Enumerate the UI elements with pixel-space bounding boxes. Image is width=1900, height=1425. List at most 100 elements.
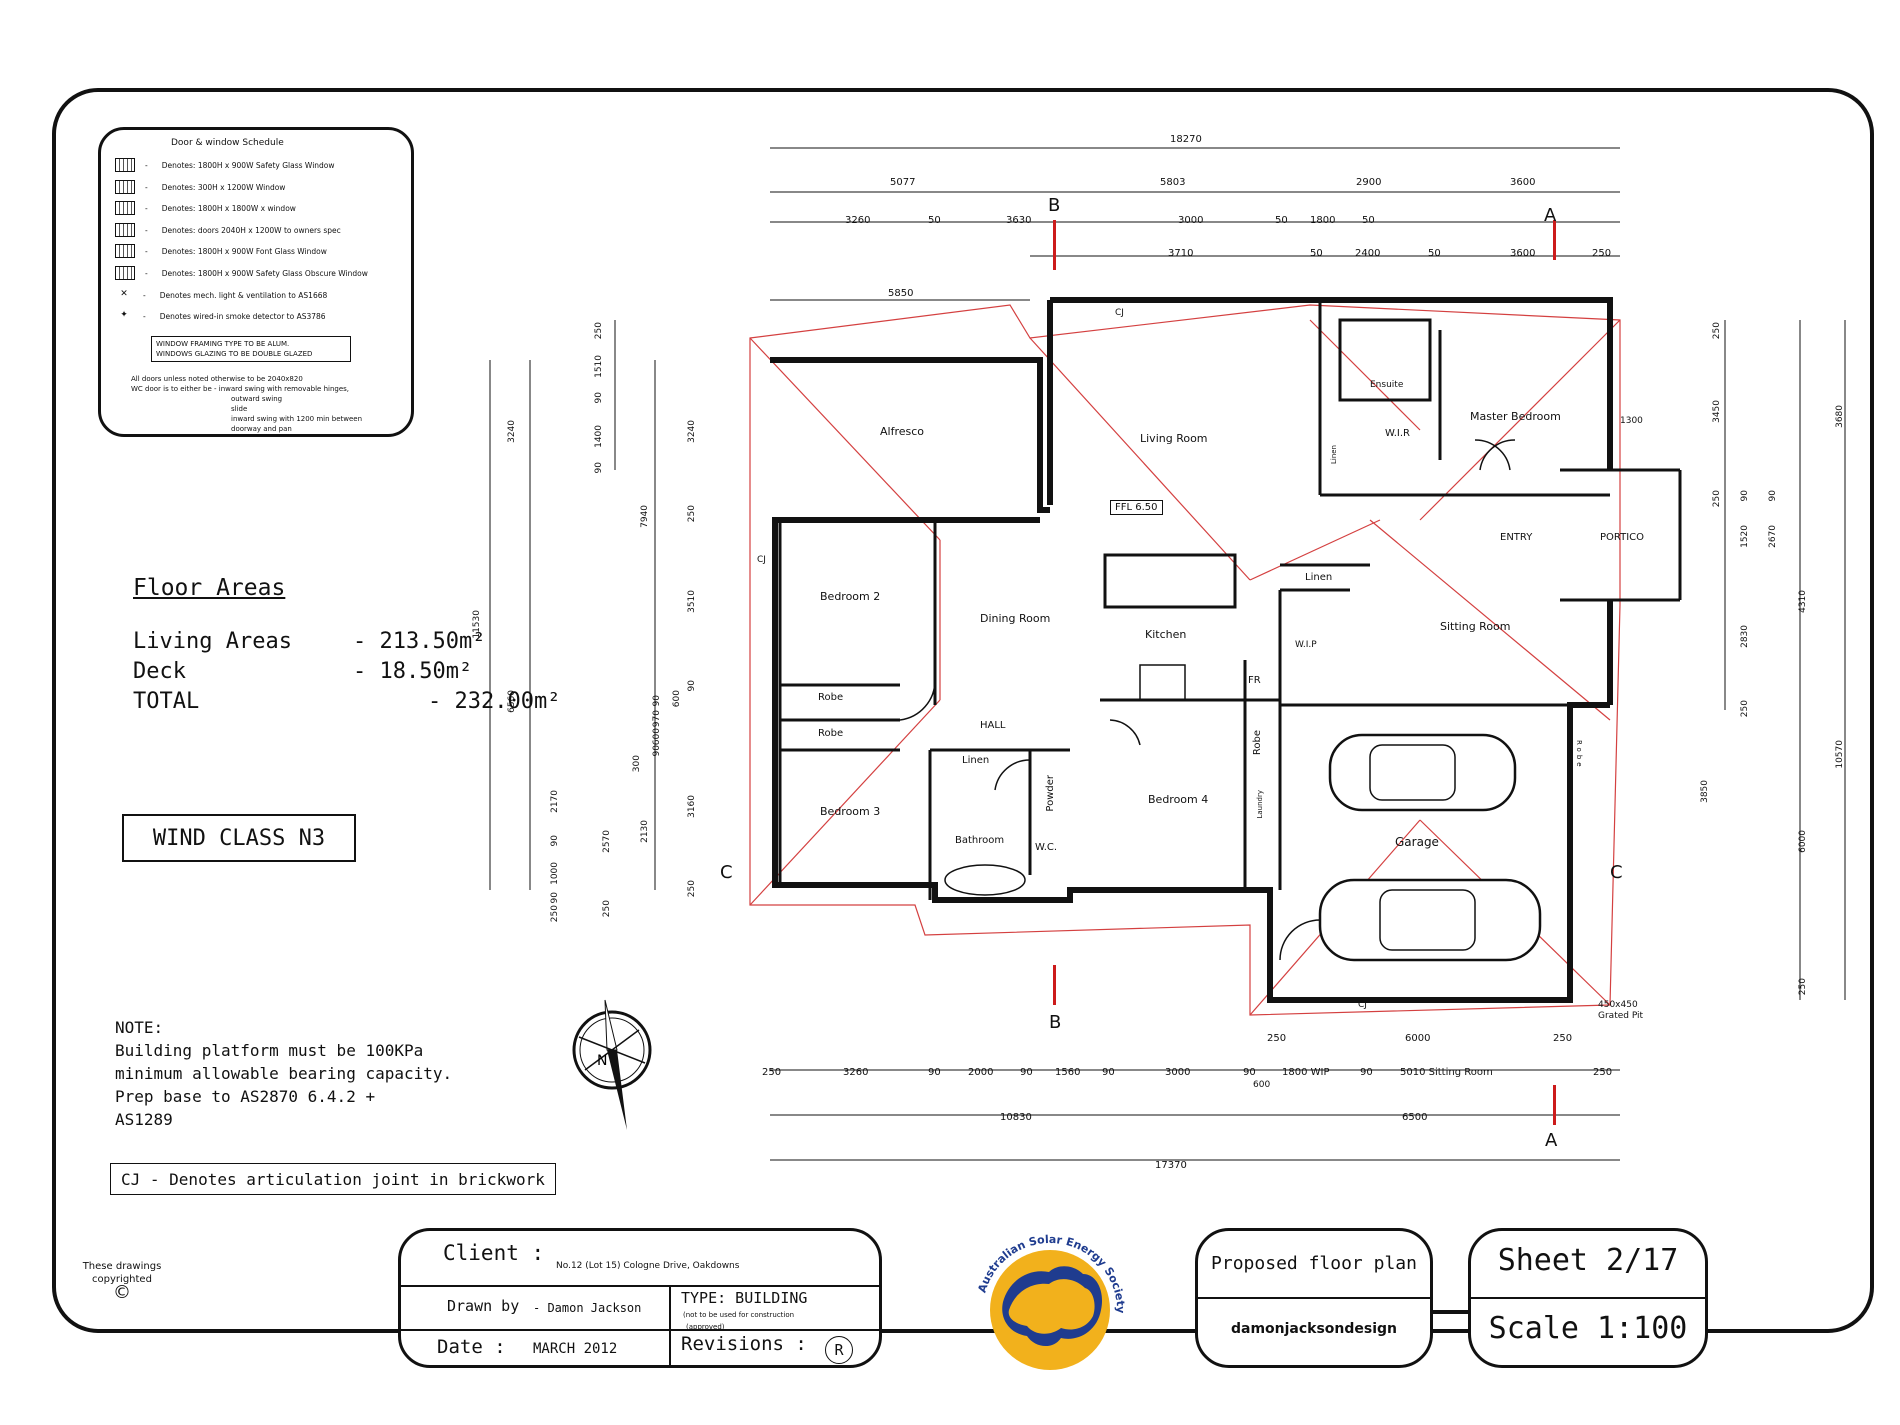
area-row: Deck- 18.50m² bbox=[133, 659, 473, 684]
dimension-label: 250 bbox=[1592, 248, 1612, 259]
room-label: Ensuite bbox=[1370, 380, 1404, 390]
revisions-mark: R bbox=[825, 1336, 853, 1364]
dimension-label: 250 bbox=[1712, 490, 1722, 508]
dimension-label: 10570 bbox=[1835, 740, 1845, 769]
dimension-label: 1800 WIP bbox=[1282, 1067, 1330, 1078]
room-label: Sitting Room bbox=[1440, 620, 1511, 633]
dimension-label: 3260 bbox=[843, 1067, 869, 1078]
dimension-label: 1400 bbox=[594, 425, 604, 448]
plan-block: Proposed floor plan damonjacksondesign bbox=[1195, 1228, 1433, 1368]
drawing-border bbox=[52, 88, 1874, 1333]
dimension-label: 90 bbox=[652, 695, 662, 707]
window-symbol-icon bbox=[115, 180, 135, 194]
drawn-value: - Damon Jackson bbox=[533, 1301, 642, 1315]
cj-mark: CJ bbox=[757, 555, 766, 565]
cj-note: CJ - Denotes articulation joint in brick… bbox=[110, 1163, 556, 1195]
dimension-label: 18270 bbox=[1170, 134, 1202, 145]
ffl-label: FFL 6.50 bbox=[1110, 500, 1163, 515]
solar-society-logo: Australian Solar Energy Society bbox=[975, 1233, 1127, 1370]
title-block: Client : No.12 (Lot 15) Cologne Drive, O… bbox=[398, 1228, 882, 1368]
dimension-label: 3710 bbox=[1168, 248, 1194, 259]
dimension-label: 3510 bbox=[687, 590, 697, 613]
date-label: Date : bbox=[437, 1336, 506, 1358]
dimension-label: 90 bbox=[594, 392, 604, 404]
floor-areas: Floor Areas Living Areas- 213.50m² Deck-… bbox=[133, 575, 560, 719]
dimension-label: 1560 bbox=[1055, 1067, 1081, 1078]
client-label: Client : bbox=[443, 1241, 545, 1265]
sheet-block: Sheet 2/17 Scale 1:100 bbox=[1468, 1228, 1708, 1368]
dimension-label: 250 bbox=[1798, 978, 1808, 996]
floor-areas-heading: Floor Areas bbox=[133, 575, 286, 601]
dimension-label: 250 bbox=[687, 880, 697, 898]
dimension-label: 90 bbox=[1360, 1067, 1373, 1078]
schedule-row: -Denotes: 1800H x 900W Safety Glass Obsc… bbox=[115, 265, 368, 281]
car-1 bbox=[1328, 733, 1517, 812]
cj-mark: CJ bbox=[1358, 1000, 1367, 1010]
divider bbox=[401, 1329, 879, 1331]
section-label-c: C bbox=[1610, 862, 1623, 883]
door-window-schedule: Door & window Schedule -Denotes: 1800H x… bbox=[98, 127, 414, 437]
designer-name: damonjacksondesign bbox=[1230, 1321, 1398, 1337]
area-row: TOTAL- 232.00m² bbox=[133, 689, 561, 714]
dimension-label: 6000 bbox=[1798, 830, 1808, 853]
connector bbox=[1433, 1310, 1471, 1314]
dimension-label: 250 bbox=[594, 322, 604, 340]
schedule-row: -Denotes: 1800H x 900W Safety Glass Wind… bbox=[115, 157, 335, 173]
schedule-row: -Denotes: 1800H x 900W Font Glass Window bbox=[115, 243, 327, 259]
dimension-label: 50 bbox=[1362, 215, 1375, 226]
dimension-label: 1510 bbox=[594, 355, 604, 378]
room-label: Master Bedroom bbox=[1470, 410, 1561, 423]
dimension-label: 2670 bbox=[1768, 525, 1778, 548]
room-label: Bedroom 2 bbox=[820, 590, 881, 603]
dimension-label: 250 bbox=[762, 1067, 782, 1078]
schedule-notes: All doors unless noted otherwise to be 2… bbox=[131, 375, 363, 433]
room-label: Powder bbox=[1045, 775, 1056, 812]
dimension-label: 600 bbox=[672, 690, 682, 708]
cj-mark: CJ bbox=[1115, 308, 1124, 318]
room-label: Linen bbox=[1330, 445, 1338, 465]
fan-symbol-icon: ✕ bbox=[120, 289, 128, 299]
plan-title: Proposed floor plan bbox=[1211, 1253, 1417, 1274]
dimension-label: 3630 bbox=[1006, 215, 1032, 226]
room-label: Laundry bbox=[1256, 790, 1264, 819]
dimension-label: 90 bbox=[1740, 490, 1750, 502]
dimension-label: 11530 bbox=[472, 610, 482, 639]
dimension-label: 250 bbox=[687, 505, 697, 523]
wind-class-box: WIND CLASS N3 bbox=[122, 814, 356, 862]
dimension-label: 3000 bbox=[1178, 215, 1204, 226]
schedule-row: ✕-Denotes mech. light & ventilation to A… bbox=[115, 287, 327, 303]
dimension-label: 50 bbox=[928, 215, 941, 226]
room-label: Robe bbox=[818, 728, 844, 739]
revisions-sub: (approved) bbox=[686, 1323, 725, 1331]
logo-sun-inner bbox=[1008, 1279, 1095, 1334]
dimension-label: 5077 bbox=[890, 177, 916, 188]
drawn-label: Drawn by bbox=[447, 1297, 520, 1315]
dimension-label: 3240 bbox=[507, 420, 517, 443]
room-label: ENTRY bbox=[1500, 532, 1533, 543]
room-label: Bedroom 4 bbox=[1148, 793, 1209, 806]
divider bbox=[1471, 1297, 1705, 1299]
dimension-label: 3850 bbox=[1700, 780, 1710, 803]
room-label: Living Room bbox=[1140, 432, 1208, 445]
divider bbox=[401, 1285, 879, 1287]
dimension-label: 90 bbox=[594, 462, 604, 474]
room-label: Garage bbox=[1395, 835, 1439, 849]
svg-text:N: N bbox=[597, 1053, 607, 1069]
schedule-row: -Denotes: 300H x 1200W Window bbox=[115, 179, 285, 195]
dimension-label: 3450 bbox=[1712, 400, 1722, 423]
dimension-label: 90 bbox=[1020, 1067, 1033, 1078]
dimension-label: 3260 bbox=[845, 215, 871, 226]
dimension-label: 3600 bbox=[1510, 177, 1536, 188]
dimension-label: 2170 bbox=[550, 790, 560, 813]
dimension-label: 2000 bbox=[968, 1067, 994, 1078]
sheet-number: Sheet 2/17 bbox=[1497, 1243, 1679, 1278]
room-label: HALL bbox=[980, 720, 1006, 731]
dimension-label: 250 bbox=[602, 900, 612, 918]
building-note: NOTE: Building platform must be 100KPa m… bbox=[115, 1018, 453, 1129]
dimension-label: 5803 bbox=[1160, 177, 1186, 188]
schedule-row: -Denotes: doors 2040H x 1200W to owners … bbox=[115, 222, 341, 238]
dimension-label: 50 bbox=[1275, 215, 1288, 226]
internal-walls bbox=[778, 300, 1682, 900]
dimension-label: 2400 bbox=[1355, 248, 1381, 259]
